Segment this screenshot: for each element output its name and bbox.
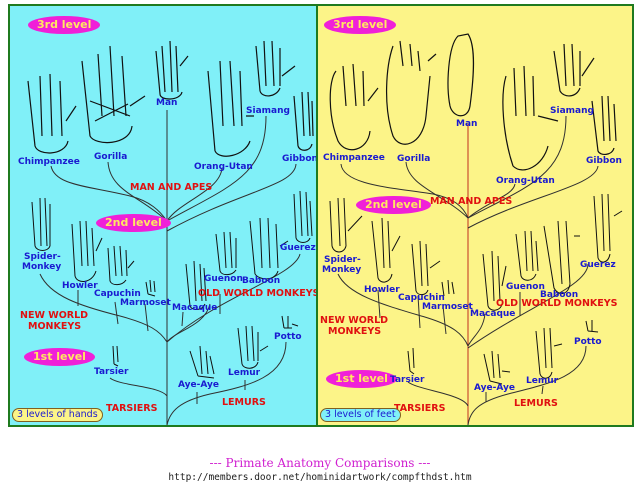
species-label-potto: Potto xyxy=(274,332,302,342)
level-badge-second: 2nd level xyxy=(96,214,171,232)
species-label-siamang: Siamang xyxy=(246,106,290,116)
species-label-spider-monkey-1: Spider- xyxy=(324,255,361,265)
source-url: http://members.door.net/hominidartwork/c… xyxy=(168,472,472,483)
species-label-potto: Potto xyxy=(574,337,602,347)
species-label-baboon: Baboon xyxy=(540,290,579,300)
feet-legend-badge: 3 levels of feet xyxy=(320,408,401,422)
group-label-man-and-apes: MAN AND APES xyxy=(430,196,513,207)
group-label-tarsiers: TARSIERS xyxy=(106,403,158,414)
species-label-howler: Howler xyxy=(364,285,400,295)
group-label-new-world-monkeys-1: NEW WORLD xyxy=(320,315,389,326)
level-badge-third: 3rd level xyxy=(324,16,397,34)
group-label-new-world-monkeys-1: NEW WORLD xyxy=(20,310,89,321)
species-label-macaque: Macaque xyxy=(470,309,516,319)
level-badge-second: 2nd level xyxy=(356,196,431,214)
species-label-aye-aye: Aye-Aye xyxy=(474,383,515,393)
species-label-spider-monkey-2: Monkey xyxy=(22,262,62,272)
species-label-lemur: Lemur xyxy=(526,376,559,386)
species-label-aye-aye: Aye-Aye xyxy=(178,380,219,390)
species-label-orang-utan: Orang-Utan xyxy=(194,162,253,172)
species-label-chimpanzee: Chimpanzee xyxy=(18,157,80,167)
group-label-lemurs: LEMURS xyxy=(514,398,558,409)
species-label-gorilla: Gorilla xyxy=(397,154,431,164)
species-label-tarsier: Tarsier xyxy=(94,367,129,377)
species-label-chimpanzee: Chimpanzee xyxy=(323,153,385,163)
feet-tree-branches xyxy=(329,33,623,425)
group-label-old-world-monkeys: OLD WORLD MONKEYS xyxy=(198,288,316,299)
level-badge-first: 1st level xyxy=(24,348,95,366)
hands-tree-branches xyxy=(27,40,314,425)
species-label-gibbon: Gibbon xyxy=(586,156,622,166)
species-label-man: Man xyxy=(156,98,178,108)
species-label-gorilla: Gorilla xyxy=(94,152,128,162)
species-label-guerez: Guerez xyxy=(280,243,316,253)
level-badge-third: 3rd level xyxy=(28,16,101,34)
species-label-guerez: Guerez xyxy=(580,260,616,270)
group-label-lemurs: LEMURS xyxy=(222,397,266,408)
species-label-marmoset: Marmoset xyxy=(120,298,171,308)
species-label-spider-monkey-1: Spider- xyxy=(24,252,61,262)
hands-legend-badge: 3 levels of hands xyxy=(12,408,103,422)
species-label-man: Man xyxy=(456,119,478,129)
species-label-tarsier: Tarsier xyxy=(390,375,425,385)
group-label-new-world-monkeys-2: MONKEYS xyxy=(328,326,382,337)
page-caption: --- Primate Anatomy Comparisons --- xyxy=(209,456,431,470)
species-label-capuchin: Capuchin xyxy=(398,293,445,303)
species-label-siamang: Siamang xyxy=(550,106,594,116)
feet-panel: 3rd level 2nd level 1st level Man Chimpa… xyxy=(318,6,632,425)
species-label-howler: Howler xyxy=(62,281,98,291)
species-label-guenon: Guenon xyxy=(506,282,545,292)
comparison-frame: 3rd level 2nd level 1st level Man Chimpa… xyxy=(8,4,634,427)
species-label-lemur: Lemur xyxy=(228,368,261,378)
group-label-old-world-monkeys: OLD WORLD MONKEYS xyxy=(496,298,618,309)
group-label-new-world-monkeys-2: MONKEYS xyxy=(28,321,82,332)
species-label-gibbon: Gibbon xyxy=(282,154,316,164)
species-label-macaque: Macaque xyxy=(172,303,218,313)
level-badge-first: 1st level xyxy=(326,370,397,388)
species-label-guenon: Guenon xyxy=(204,274,243,284)
group-label-man-and-apes: MAN AND APES xyxy=(130,182,213,193)
hands-panel: 3rd level 2nd level 1st level Man Chimpa… xyxy=(10,6,316,425)
group-label-tarsiers: TARSIERS xyxy=(394,403,446,414)
species-label-baboon: Baboon xyxy=(242,276,281,286)
species-label-orang-utan: Orang-Utan xyxy=(496,176,555,186)
species-label-capuchin: Capuchin xyxy=(94,289,141,299)
species-label-marmoset: Marmoset xyxy=(422,302,473,312)
species-label-spider-monkey-2: Monkey xyxy=(322,265,362,275)
